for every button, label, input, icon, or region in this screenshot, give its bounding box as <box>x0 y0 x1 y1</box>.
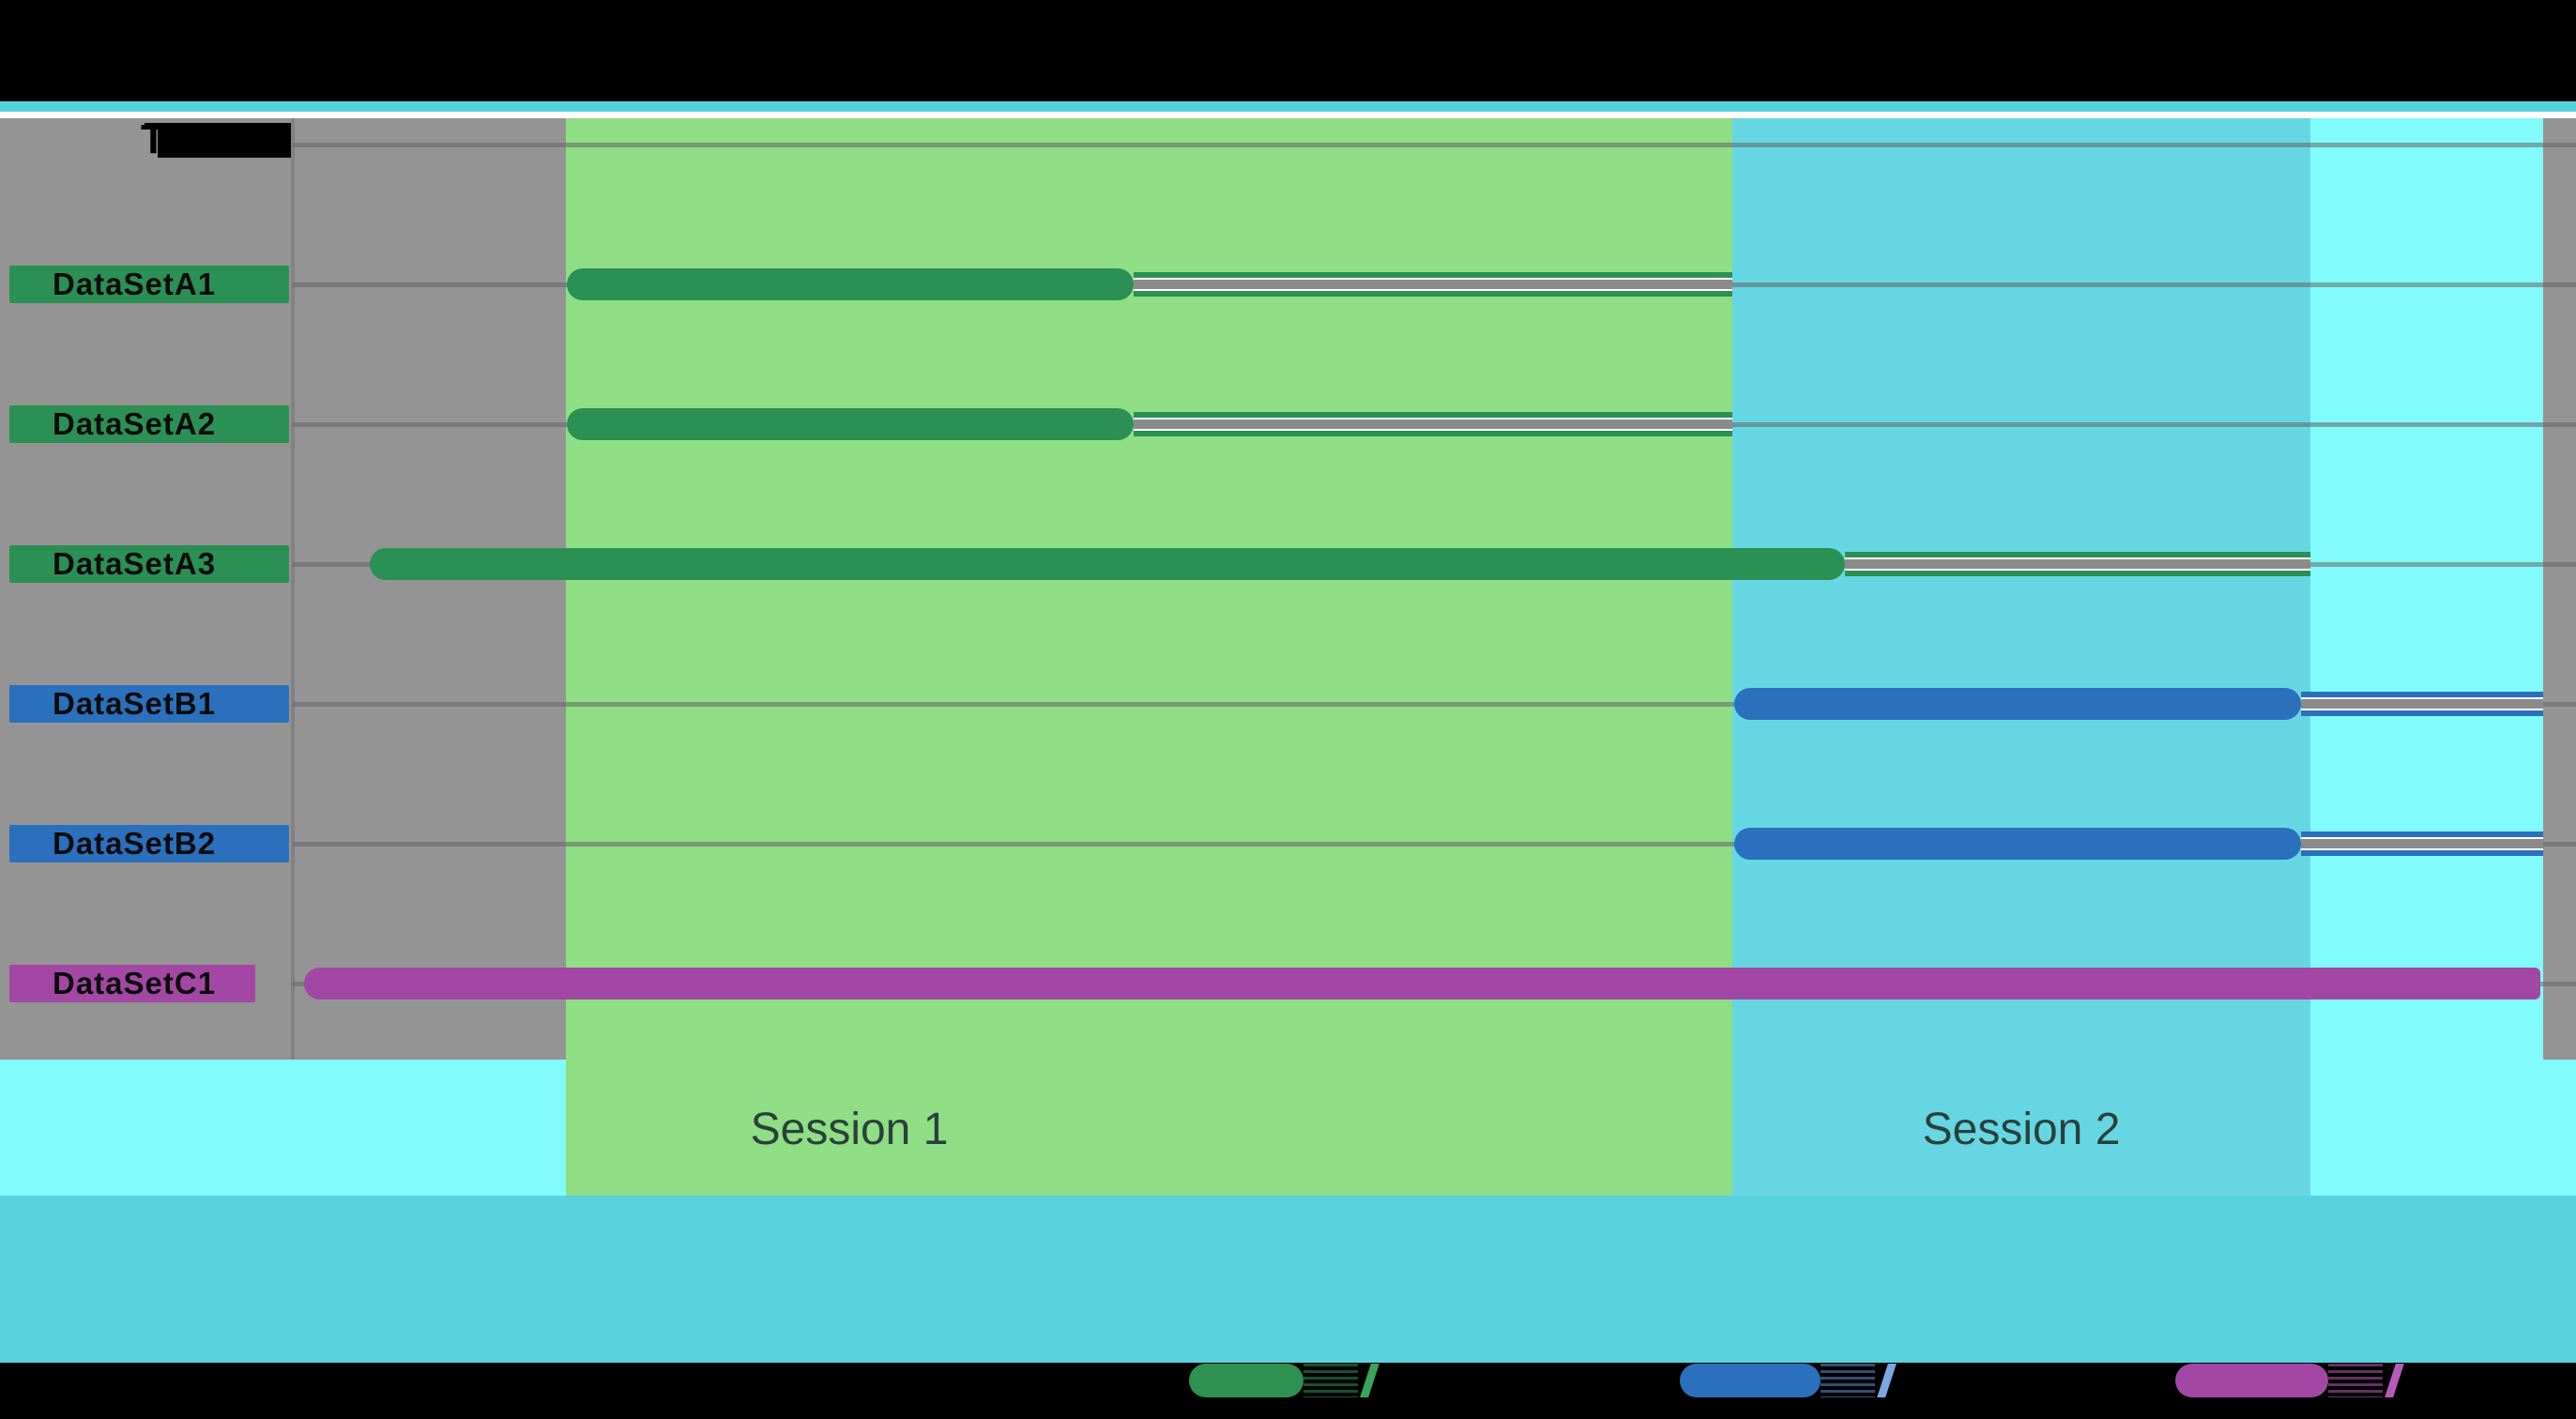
row-label-dataseta3: DataSetA3 <box>9 545 289 583</box>
row-label-text: DataSetB2 <box>53 826 217 861</box>
legend-item-green <box>1189 1363 1379 1398</box>
legend-swatch-blue <box>1680 1364 1821 1397</box>
legend-fade <box>1821 1364 1875 1397</box>
gridline <box>293 702 2576 707</box>
y-axis-line <box>291 118 295 1060</box>
task-bar-datasetc1 <box>304 968 2540 999</box>
bar-tail <box>2301 832 2543 856</box>
top-cyan-strip <box>0 101 2576 112</box>
row-label-text: DataSetA3 <box>53 546 217 581</box>
row-label-text: DataSetA1 <box>53 267 217 301</box>
bottom-left-cyan-area <box>0 1060 566 1196</box>
legend-item-blue <box>1680 1363 1897 1398</box>
chart-title-redaction-tab <box>145 123 161 129</box>
task-bar-dataseta3 <box>370 548 1845 580</box>
left-gray-panel <box>0 118 566 1060</box>
bar-tail <box>2301 692 2543 716</box>
row-label-text: DataSetC1 <box>53 966 217 1000</box>
legend-fade <box>1303 1364 1358 1397</box>
chart-title-redaction-box <box>158 123 291 158</box>
row-label-dataseta1: DataSetA1 <box>9 266 289 303</box>
right-gray-margin <box>2543 118 2576 1060</box>
task-bar-dataseta2 <box>567 408 1134 440</box>
row-label-text: DataSetB1 <box>53 686 217 721</box>
session2-band <box>1732 118 2310 1196</box>
session-1-label: Session 1 <box>750 1105 949 1154</box>
task-bar-datasetb2 <box>1734 828 2301 860</box>
task-bar-dataseta1 <box>567 268 1134 300</box>
session-2-label: Session 2 <box>1922 1105 2121 1154</box>
row-label-datasetb2: DataSetB2 <box>9 825 289 862</box>
bar-tail <box>1134 412 1732 436</box>
row-label-text: DataSetA2 <box>53 406 217 441</box>
legend-swatch-magenta <box>2175 1364 2328 1397</box>
bar-tail <box>1134 272 1732 297</box>
legend-swatch-green <box>1189 1364 1303 1397</box>
top-black-band <box>0 0 2576 101</box>
trailing-band <box>2310 118 2576 1196</box>
row-label-dataseta2: DataSetA2 <box>9 405 289 443</box>
bar-tail <box>1845 552 2310 576</box>
row-label-datasetc1: DataSetC1 <box>9 965 255 1002</box>
legend-fade <box>2328 1364 2383 1397</box>
top-white-strip <box>0 112 2576 118</box>
gridline <box>293 842 2576 847</box>
row-label-datasetb1: DataSetB1 <box>9 685 289 723</box>
task-bar-datasetb1 <box>1734 688 2301 720</box>
bottom-cyan-strip <box>0 1196 2576 1363</box>
legend-item-magenta <box>2175 1363 2404 1398</box>
gridline <box>293 143 2576 147</box>
